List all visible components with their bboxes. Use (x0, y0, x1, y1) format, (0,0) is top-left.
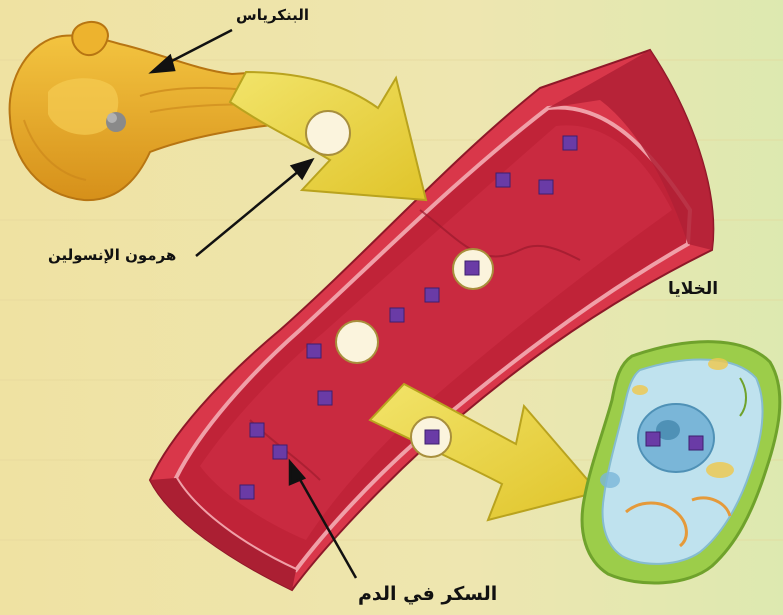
sugar-molecule-icon (250, 423, 264, 437)
blood-sugar-label: السكر في الدم (358, 583, 497, 605)
sugar-molecule-icon (465, 261, 479, 275)
insulin-molecule-icon (336, 321, 378, 363)
insulin-label: هرمون الإنسولين (48, 246, 176, 264)
sugar-molecule-icon (563, 136, 577, 150)
sugar-molecule-icon (390, 308, 404, 322)
insulin-molecule-icon (306, 111, 350, 155)
cells-label: الخلايا (668, 279, 718, 299)
sugar-molecule-icon (307, 344, 321, 358)
sugar-molecule-icon (240, 485, 254, 499)
sugar-molecule-icon (318, 391, 332, 405)
sugar-molecule-icon (689, 436, 703, 450)
sugar-molecule-icon (425, 430, 439, 444)
sugar-molecule-icon (496, 173, 510, 187)
sugar-molecule-icon (539, 180, 553, 194)
sugar-molecule-icon (273, 445, 287, 459)
sugar-molecule-icon (646, 432, 660, 446)
pancreas-label: البنكرياس (236, 6, 309, 24)
sugar-molecule-icon (425, 288, 439, 302)
